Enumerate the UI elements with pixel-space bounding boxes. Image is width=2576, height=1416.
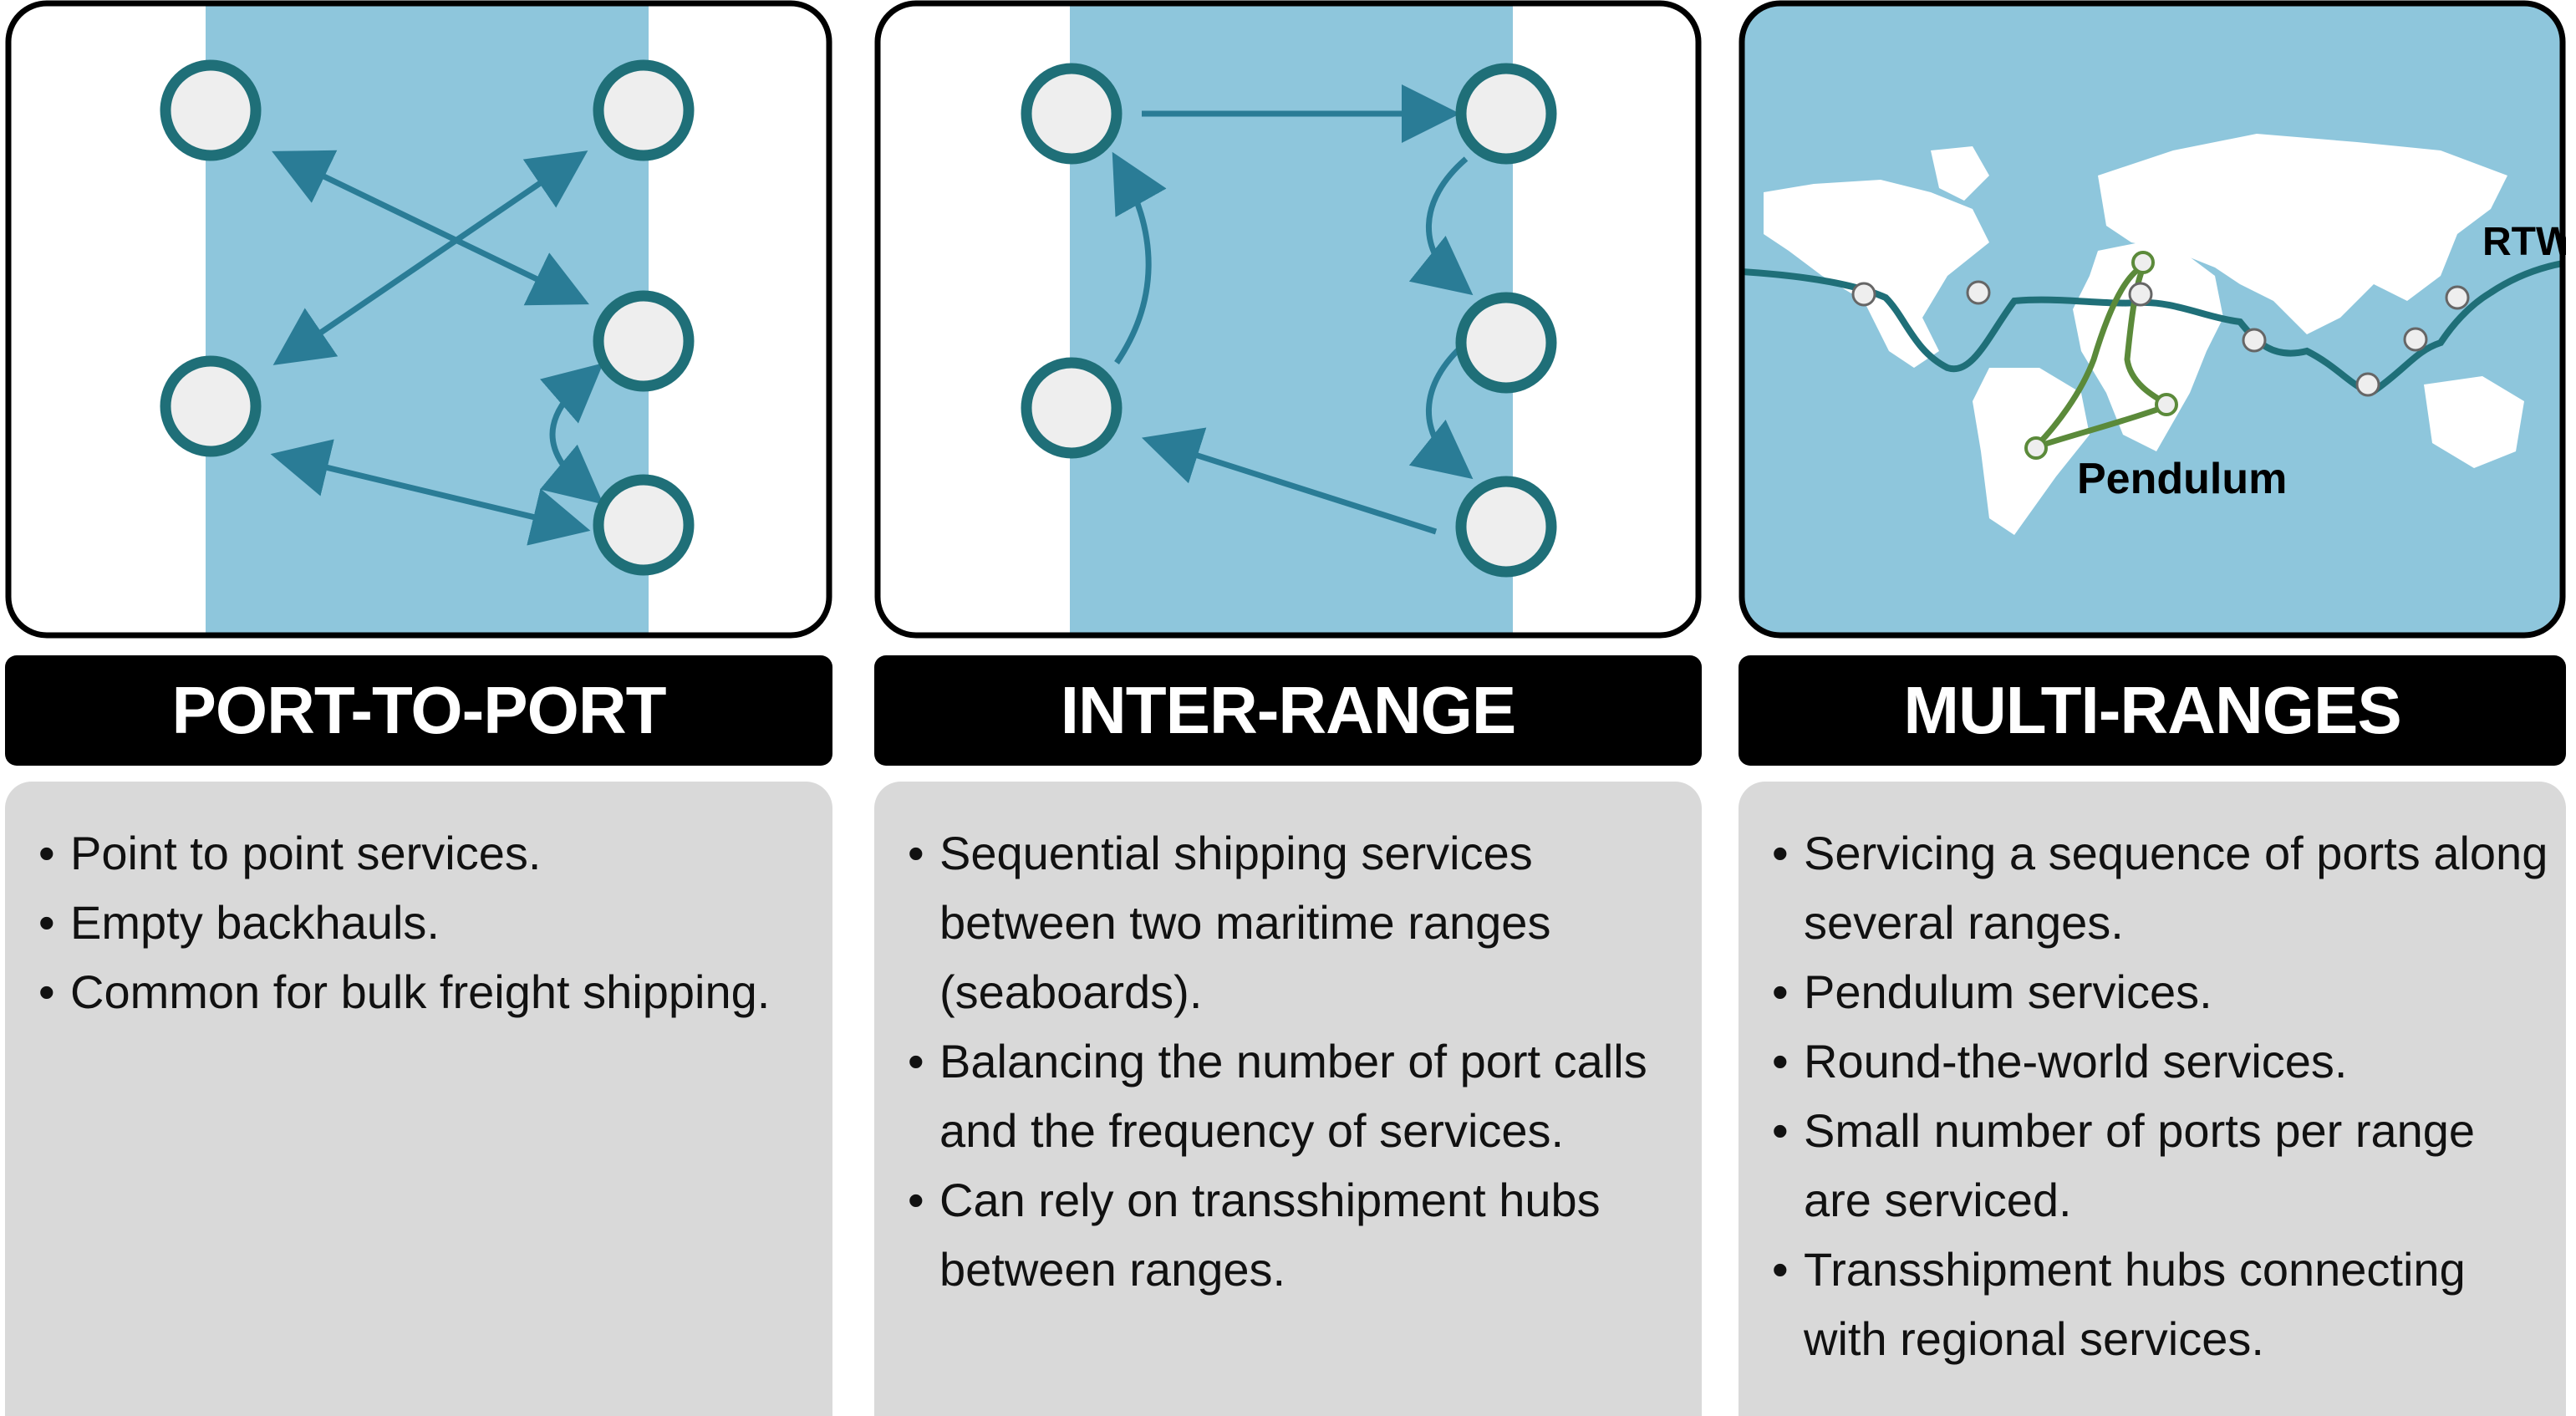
port-node <box>1851 282 1876 307</box>
route-arrow <box>1408 340 1474 480</box>
port-node <box>160 355 262 457</box>
bullet-item: Point to point services. <box>38 818 816 888</box>
panel-multi-ranges: RTW Pendulum MULTI-RANGES Servicing a se… <box>1739 0 2566 1416</box>
route-arrow <box>1408 156 1474 296</box>
greenland <box>1931 146 1989 201</box>
port-node <box>160 59 262 161</box>
port-node <box>1455 476 1557 578</box>
port-node <box>2445 285 2470 310</box>
north-america <box>1764 180 1989 368</box>
rtw-route <box>1741 260 2563 395</box>
port-node <box>1021 63 1123 165</box>
multi-ranges-map: RTW Pendulum <box>1739 0 2566 639</box>
description-box: Point to point services. Empty backhauls… <box>5 782 832 1416</box>
bullet-list: Servicing a sequence of ports along seve… <box>1739 782 2566 1373</box>
bullet-item: Can rely on transshipment hubs between r… <box>908 1165 1685 1304</box>
pendulum-port-node <box>2155 393 2178 416</box>
port-node <box>1455 292 1557 394</box>
route-arrow <box>1112 151 1167 364</box>
port-node <box>2355 372 2380 397</box>
description-box: Sequential shipping services between two… <box>874 782 1702 1416</box>
port-node <box>593 474 695 576</box>
pendulum-label: Pendulum <box>2077 455 2287 503</box>
description-box: Servicing a sequence of ports along seve… <box>1739 782 2566 1416</box>
inter-range-diagram <box>874 0 1702 639</box>
port-node <box>2242 328 2267 353</box>
bullet-list: Point to point services. Empty backhauls… <box>5 782 832 1026</box>
diagram-frame <box>5 0 832 639</box>
port-node <box>1021 357 1123 459</box>
pendulum-port-node <box>2131 251 2155 274</box>
panel-title: INTER-RANGE <box>874 655 1702 766</box>
port-node <box>593 59 695 161</box>
bullet-item: Round-the-world services. <box>1772 1026 2549 1096</box>
port-node <box>2128 282 2153 307</box>
bullet-item: Common for bulk freight shipping. <box>38 957 816 1026</box>
continents <box>1764 134 2524 535</box>
bullet-item: Small number of ports per range are serv… <box>1772 1096 2549 1235</box>
diagram-frame <box>874 0 1702 639</box>
sea-band <box>206 3 649 635</box>
port-node <box>1966 280 1991 305</box>
panel-title: MULTI-RANGES <box>1739 655 2566 766</box>
port-node <box>593 290 695 392</box>
panel-inter-range: INTER-RANGE Sequential shipping services… <box>874 0 1702 1416</box>
pendulum-port-node <box>2024 436 2048 460</box>
port-to-port-diagram <box>5 0 832 639</box>
port-node <box>2403 327 2428 352</box>
bullet-item: Sequential shipping services between two… <box>908 818 1685 1026</box>
bullet-item: Transshipment hubs connecting with regio… <box>1772 1235 2549 1373</box>
route-arrow <box>539 363 604 505</box>
route-arrow <box>270 439 591 546</box>
route-arrow <box>1141 427 1438 535</box>
panel-title: PORT-TO-PORT <box>5 655 832 766</box>
route-arrow <box>272 150 588 365</box>
rtw-label: RTW <box>2482 220 2566 264</box>
bullet-item: Servicing a sequence of ports along seve… <box>1772 818 2549 957</box>
australia <box>2424 376 2524 468</box>
bullet-item: Pendulum services. <box>1772 957 2549 1026</box>
eurasia <box>2098 134 2507 334</box>
diagram-frame <box>1739 0 2566 639</box>
panel-port-to-port: PORT-TO-PORT Point to point services. Em… <box>5 0 832 1416</box>
port-node <box>1455 63 1557 165</box>
africa <box>2073 242 2223 451</box>
bullet-item: Balancing the number of port calls and t… <box>908 1026 1685 1165</box>
bullet-item: Empty backhauls. <box>38 888 816 957</box>
bullet-list: Sequential shipping services between two… <box>874 782 1702 1304</box>
